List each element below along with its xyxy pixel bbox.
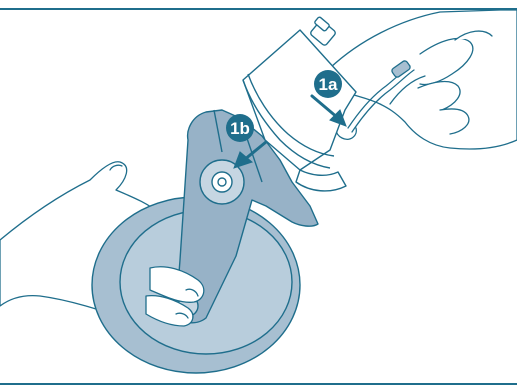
callout-1a-label: 1a [319,75,338,94]
callout-1b-label: 1b [230,119,250,138]
right-hand [330,10,517,149]
